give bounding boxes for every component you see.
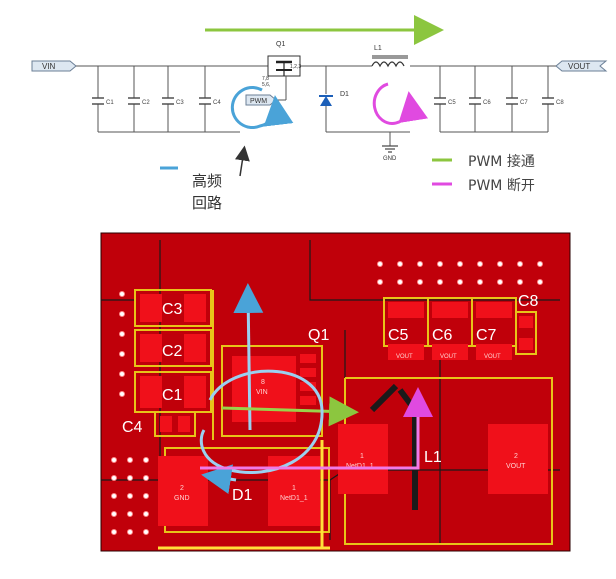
hf-loop-return-arrow-pcb <box>201 464 237 495</box>
schematic-capacitors <box>92 97 554 105</box>
hf-loop-pointer-arrow <box>234 145 250 177</box>
hf-loop-legend-line2: 回路 <box>192 194 222 212</box>
q1-pin-label-source: 1,2,3 <box>290 64 301 70</box>
via-grid-top-right <box>377 261 543 285</box>
cap-label-c1: C1 <box>106 100 114 106</box>
pwm-on-legend-label: PWM 接通 <box>468 153 535 170</box>
vin-port: VIN <box>31 60 77 72</box>
l1-inductor-symbol: L1 <box>371 45 408 68</box>
input-capacitor-pads: C3 C2 C1 C4 <box>122 289 212 437</box>
cap-label-c2: C2 <box>142 100 150 106</box>
q1-pcb-footprint: Q1 8 VIN <box>221 327 329 437</box>
pcb-label-c1: C1 <box>162 387 183 404</box>
cap-label-c8: C8 <box>556 100 564 106</box>
q1-pad-pin: 8 <box>261 379 265 386</box>
q1-mosfet-symbol: Q1 7,8 5,6, 1,2,3 <box>262 41 301 88</box>
c6-pad-net: VOUT <box>440 354 457 360</box>
legend: 高频 回路 PWM 接通 PWM 断开 <box>160 145 535 212</box>
l1-schematic-label: L1 <box>374 45 382 52</box>
q1-schematic-label: Q1 <box>276 41 285 48</box>
gnd-label: GND <box>383 156 397 162</box>
pcb-label-d1: D1 <box>232 487 253 504</box>
pcb-label-c2: C2 <box>162 343 183 360</box>
gnd-and-d1-pads: 2 GND 1 NetD1_1 D1 <box>158 447 330 533</box>
pwm-on-arrow-pcb <box>221 396 359 427</box>
d1-pad-pin: 1 <box>292 485 296 492</box>
l1-pad2-net: VOUT <box>506 463 526 470</box>
d1-pad-net: NetD1_1 <box>280 495 308 502</box>
q1-pin-label-gate: 5,6, <box>262 82 270 88</box>
pcb-label-l1: L1 <box>424 449 442 466</box>
gnd-pad-net: GND <box>174 495 190 502</box>
pcb-label-c5: C5 <box>388 327 409 344</box>
pwm-off-path-arrow-pcb <box>200 387 433 470</box>
vout-port: VOUT <box>555 60 608 72</box>
hf-loop-legend-line1: 高频 <box>192 172 222 190</box>
pcb-label-c6: C6 <box>432 327 453 344</box>
pwm-label: PWM <box>250 98 267 105</box>
hf-loop-vertical-arrow-pcb <box>233 283 264 431</box>
d1-diode-symbol: D1 <box>319 91 349 106</box>
vout-label: VOUT <box>568 62 590 71</box>
cap-label-c4: C4 <box>213 100 221 106</box>
output-capacitor-pads: C5 C6 C7 C8 VOUT VOUT VOUT <box>383 293 539 360</box>
pcb-label-c8: C8 <box>518 293 539 310</box>
pcb-label-c7: C7 <box>476 327 497 344</box>
cap-label-c3: C3 <box>176 100 184 106</box>
pwm-off-loop-arrow-schematic <box>372 82 429 125</box>
q1-pin-label-drain: 7,8 <box>262 76 269 82</box>
pcb-label-c4: C4 <box>122 419 143 436</box>
pcb-label-q1: Q1 <box>308 327 329 344</box>
silk-highlight <box>158 440 330 550</box>
q1-pad-net: VIN <box>256 389 268 396</box>
c5-pad-net: VOUT <box>396 354 413 360</box>
cap-label-c5: C5 <box>448 100 456 106</box>
hf-loop-arrow-schematic <box>230 86 294 130</box>
gnd-pad-pin: 2 <box>180 485 184 492</box>
schematic-wires <box>76 65 556 146</box>
via-grid-left <box>111 291 149 535</box>
pcb-label-c3: C3 <box>162 301 183 318</box>
hf-loop-circle-arrow-pcb <box>199 369 324 474</box>
schematic: VIN VOUT <box>31 15 608 162</box>
cap-label-c7: C7 <box>520 100 528 106</box>
gnd-symbol: GND <box>382 145 398 162</box>
vin-label: VIN <box>42 62 56 71</box>
pwm-off-legend-label: PWM 断开 <box>468 178 535 194</box>
l1-pcb-footprint: 1 NetD1_1 2 VOUT L1 <box>338 424 548 494</box>
pcb-layout: C3 C2 C1 C4 Q1 8 VIN <box>100 232 571 552</box>
l1-pad1-pin: 1 <box>360 453 364 460</box>
d1-schematic-label: D1 <box>340 91 349 98</box>
c7-pad-net: VOUT <box>484 354 501 360</box>
l1-pad2-pin: 2 <box>514 453 518 460</box>
cap-label-c6: C6 <box>483 100 491 106</box>
